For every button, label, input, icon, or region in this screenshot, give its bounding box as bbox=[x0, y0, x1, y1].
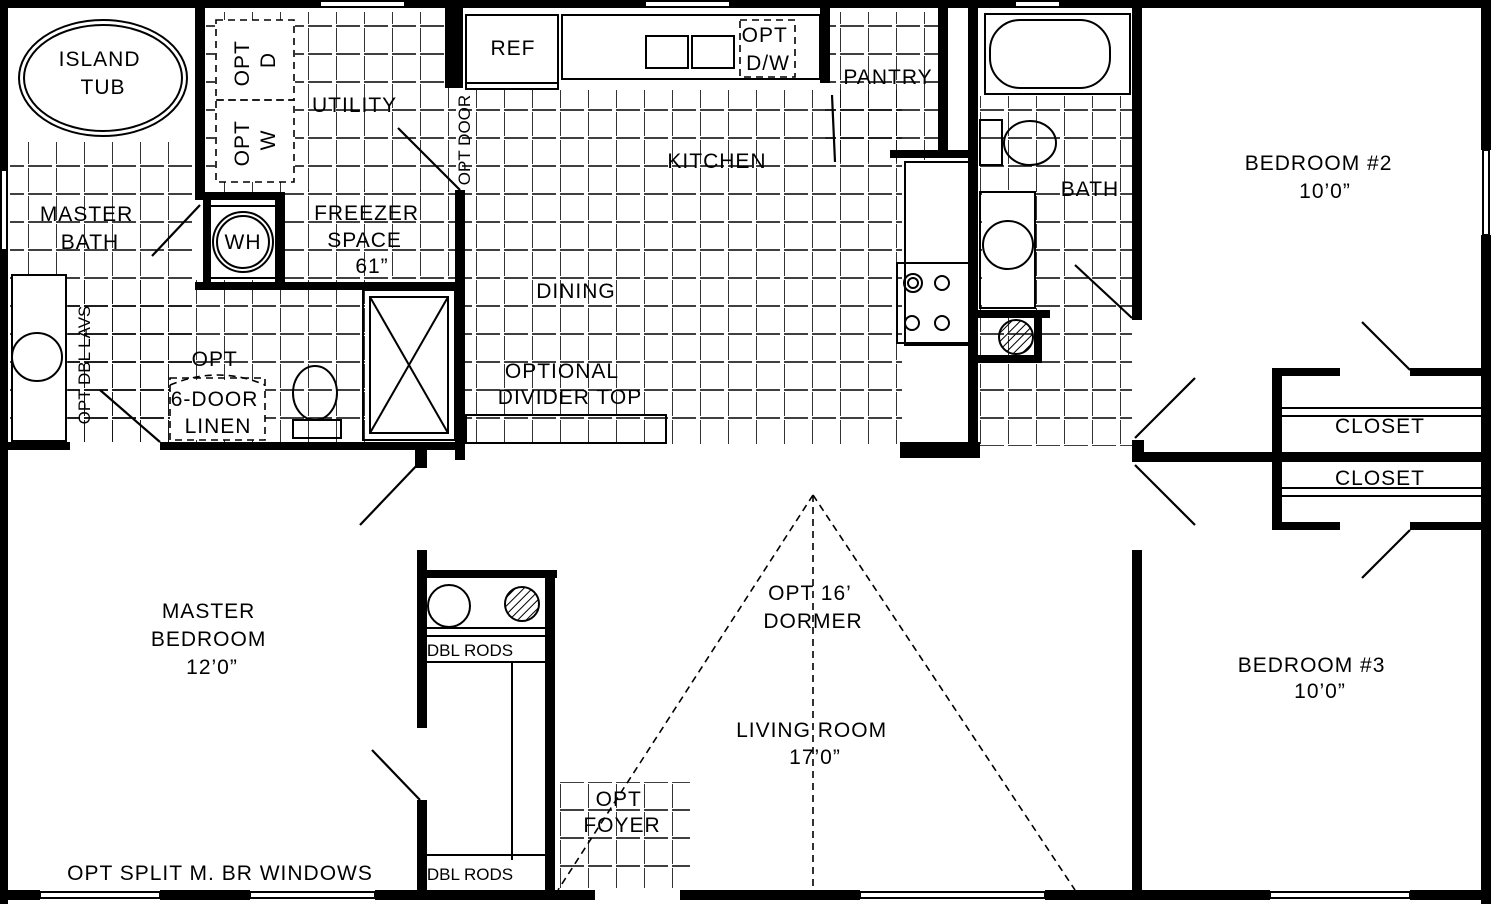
opt-split-windows-label: OPT SPLIT M. BR WINDOWS bbox=[67, 862, 373, 885]
bedroom-3-label: BEDROOM #3 10’0” bbox=[1238, 654, 1393, 703]
island-tub-label: ISLAND TUB bbox=[59, 48, 148, 99]
kitchen-label: KITCHEN bbox=[667, 150, 766, 173]
opt-dishwasher-label: OPT D/W bbox=[742, 24, 795, 75]
dbl-rods-lower-label: DBL RODS bbox=[427, 865, 513, 884]
opt-door-label: OPT DOOR bbox=[455, 95, 474, 185]
tile-floors bbox=[10, 12, 1132, 888]
bath-label: BATH bbox=[1061, 178, 1119, 201]
bedroom-2-label: BEDROOM #2 10’0” bbox=[1245, 152, 1400, 203]
pantry-label: PANTRY bbox=[843, 66, 932, 89]
water-heater-label: WH bbox=[225, 231, 262, 254]
fixtures bbox=[11, 13, 1131, 628]
dining-label: DINING bbox=[536, 280, 616, 303]
opt-dormer-label: OPT 16’ DORMER bbox=[763, 582, 862, 633]
closet-lower-label: CLOSET bbox=[1335, 467, 1425, 490]
interior-walls bbox=[0, 8, 1491, 900]
fixture-backgrounds bbox=[12, 12, 1132, 442]
dbl-rods-upper-label: DBL RODS bbox=[427, 641, 513, 660]
freezer-space-label: FREEZER SPACE 61” bbox=[314, 202, 426, 278]
closet-upper-label: CLOSET bbox=[1335, 415, 1425, 438]
opt-washer-label: OPT W bbox=[231, 114, 280, 167]
room-labels: ISLAND TUB OPT D OPT W UTILITY REF OPT D… bbox=[40, 24, 1425, 885]
opt-dryer-label: OPT D bbox=[231, 34, 280, 87]
opt-dbl-lavs-label: OPT DBL LAVS bbox=[75, 306, 94, 425]
optional-divider-label: OPTIONAL DIVIDER TOP bbox=[498, 360, 642, 409]
closet-shelves bbox=[427, 407, 1482, 860]
master-bedroom-label: MASTER BEDROOM 12’0” bbox=[151, 600, 273, 679]
refrigerator-label: REF bbox=[491, 37, 536, 60]
opt-foyer-label: OPT FOYER bbox=[583, 788, 660, 837]
dormer-outline bbox=[557, 494, 1076, 891]
living-room-label: LIVING ROOM 17’0” bbox=[736, 719, 894, 769]
utility-label: UTILITY bbox=[312, 94, 397, 117]
master-bath-label: MASTER BATH bbox=[40, 203, 140, 254]
opt-linen-label: OPT 6-DOOR LINEN bbox=[171, 348, 266, 438]
doors bbox=[99, 94, 1411, 801]
